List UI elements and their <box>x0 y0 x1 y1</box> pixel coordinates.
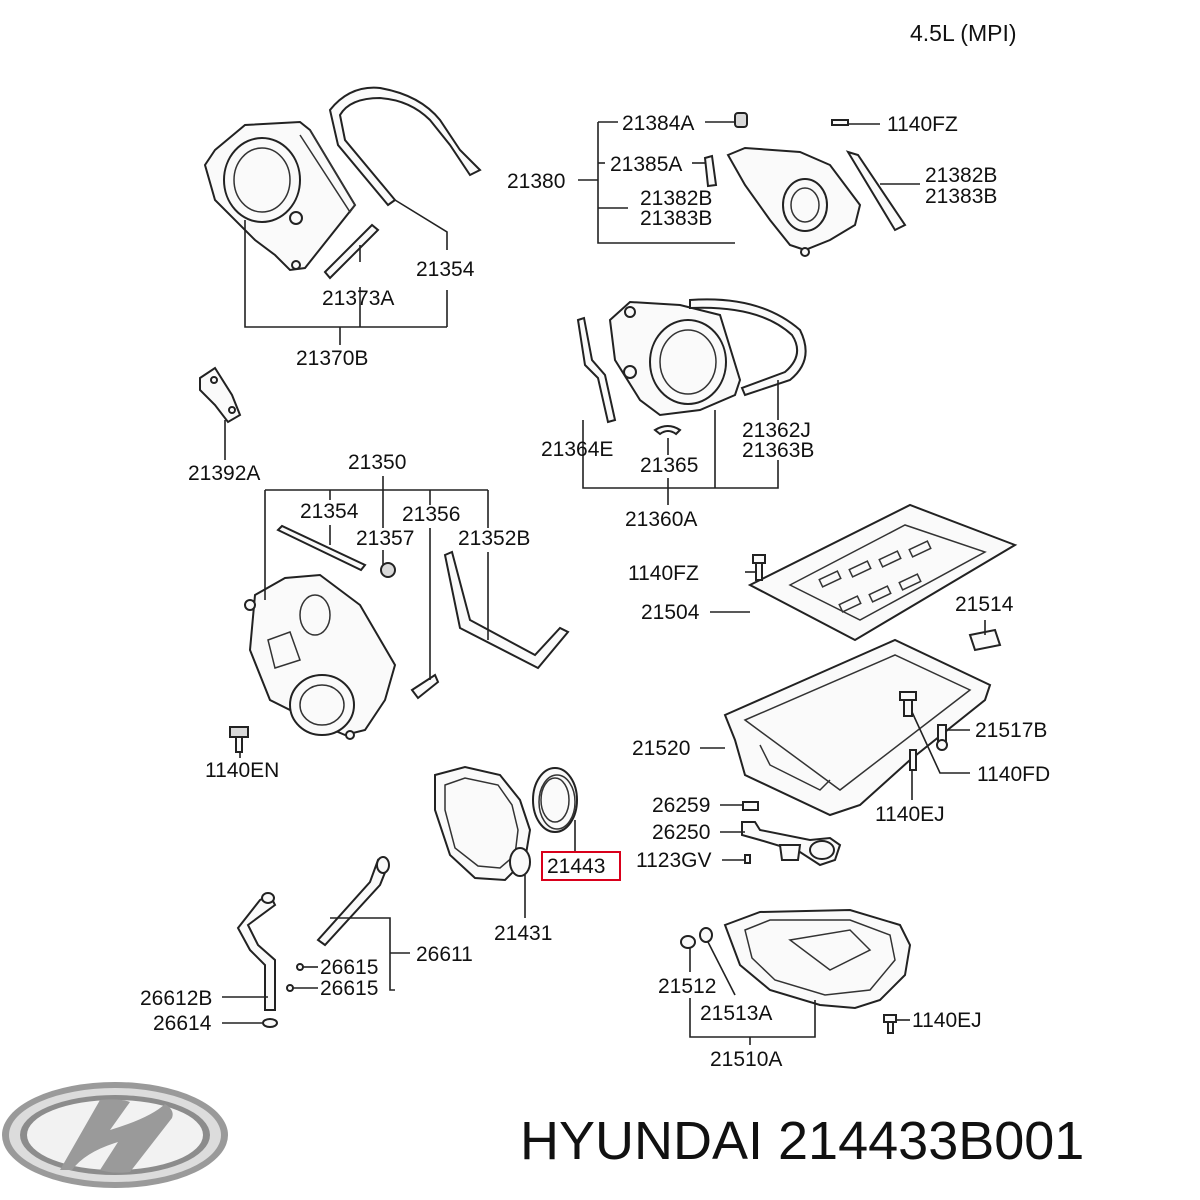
cover-21380-illustration <box>703 112 907 257</box>
label-1140FZ-mid: 1140FZ <box>628 562 699 585</box>
leaders-21510A <box>689 941 910 1045</box>
label-21504: 21504 <box>641 601 700 624</box>
label-26615-b: 26615 <box>320 977 378 1000</box>
label-26611: 26611 <box>416 943 473 966</box>
label-26250: 26250 <box>652 821 710 844</box>
label-21443: 21443 <box>547 855 605 878</box>
label-1140EJ-bottom: 1140EJ <box>912 1009 982 1032</box>
brand-part-number: HYUNDAI 214433B001 <box>520 1111 1085 1171</box>
label-21352B: 21352B <box>458 527 530 550</box>
label-21512: 21512 <box>658 975 716 998</box>
leaders-21360A <box>582 380 779 505</box>
label-21350: 21350 <box>348 451 406 474</box>
label-1140EN: 1140EN <box>205 759 279 782</box>
label-1140FD: 1140FD <box>977 763 1050 786</box>
engine-title: 4.5L (MPI) <box>910 20 1017 46</box>
label-21514: 21514 <box>955 593 1014 616</box>
leaders-21380 <box>578 121 920 244</box>
label-21354-mid: 21354 <box>300 500 359 523</box>
label-26259: 26259 <box>652 794 710 817</box>
timing-cover-gasket-illustration <box>323 86 482 280</box>
label-21354-top: 21354 <box>416 258 475 281</box>
label-21392A: 21392A <box>188 462 260 485</box>
label-21513A: 21513A <box>700 1002 772 1025</box>
label-21385A: 21385A <box>610 153 682 176</box>
leaders-oilpan <box>700 571 986 800</box>
label-26612B: 26612B <box>140 987 212 1010</box>
leaders-21370B <box>244 199 448 345</box>
label-21383B-right: 21383B <box>925 185 997 208</box>
label-21383B-left: 21383B <box>640 207 712 230</box>
label-21382B-right: 21382B <box>925 164 997 187</box>
cover-21360A-illustration <box>576 298 807 436</box>
leaders-21350 <box>239 476 489 758</box>
oil-pan-lower-21510A-illustration <box>680 908 912 1034</box>
label-21362J: 21362J <box>742 419 811 442</box>
highlight-box-21443 <box>541 851 621 881</box>
oil-pan-upper-21520-illustration <box>723 638 992 817</box>
leaders-26250 <box>720 804 745 861</box>
label-1123GV: 1123GV <box>636 849 712 872</box>
hyundai-logo-icon <box>2 1082 228 1188</box>
timing-cover-upper-illustration <box>203 120 357 272</box>
label-21384A: 21384A <box>622 112 694 135</box>
label-21431: 21431 <box>494 922 552 945</box>
label-26615-a: 26615 <box>320 956 378 979</box>
dipstick-26611-illustration <box>236 856 390 1028</box>
label-21380: 21380 <box>507 170 565 193</box>
oil-pan-gasket-21504-illustration <box>747 503 1018 652</box>
rear-cover-21431-illustration <box>434 765 532 882</box>
label-21517B: 21517B <box>975 719 1047 742</box>
part-labels: 21384A 1140FZ 21380 21385A 21382B 21383B… <box>140 112 1050 1071</box>
label-21520: 21520 <box>632 737 690 760</box>
label-21370B: 21370B <box>296 347 368 370</box>
label-21365: 21365 <box>640 454 698 477</box>
bracket-21392A-illustration <box>199 366 242 460</box>
label-21357: 21357 <box>356 527 414 550</box>
label-21356: 21356 <box>402 503 460 526</box>
label-26614: 26614 <box>153 1012 212 1035</box>
timing-cover-lower-illustration <box>229 524 570 753</box>
label-1140FZ-top: 1140FZ <box>887 113 958 136</box>
label-21382B-left: 21382B <box>640 187 712 210</box>
oil-seal-21443-illustration <box>532 767 578 833</box>
label-21363B: 21363B <box>742 439 814 462</box>
label-21510A: 21510A <box>710 1048 782 1071</box>
leaders-21443 <box>524 820 576 918</box>
leaders-26611 <box>222 917 410 1024</box>
label-1140EJ-mid: 1140EJ <box>875 803 945 826</box>
label-21373A: 21373A <box>322 287 394 310</box>
label-21360A: 21360A <box>625 508 697 531</box>
label-21364E: 21364E <box>541 438 613 461</box>
oil-strainer-26250-illustration <box>741 801 842 867</box>
